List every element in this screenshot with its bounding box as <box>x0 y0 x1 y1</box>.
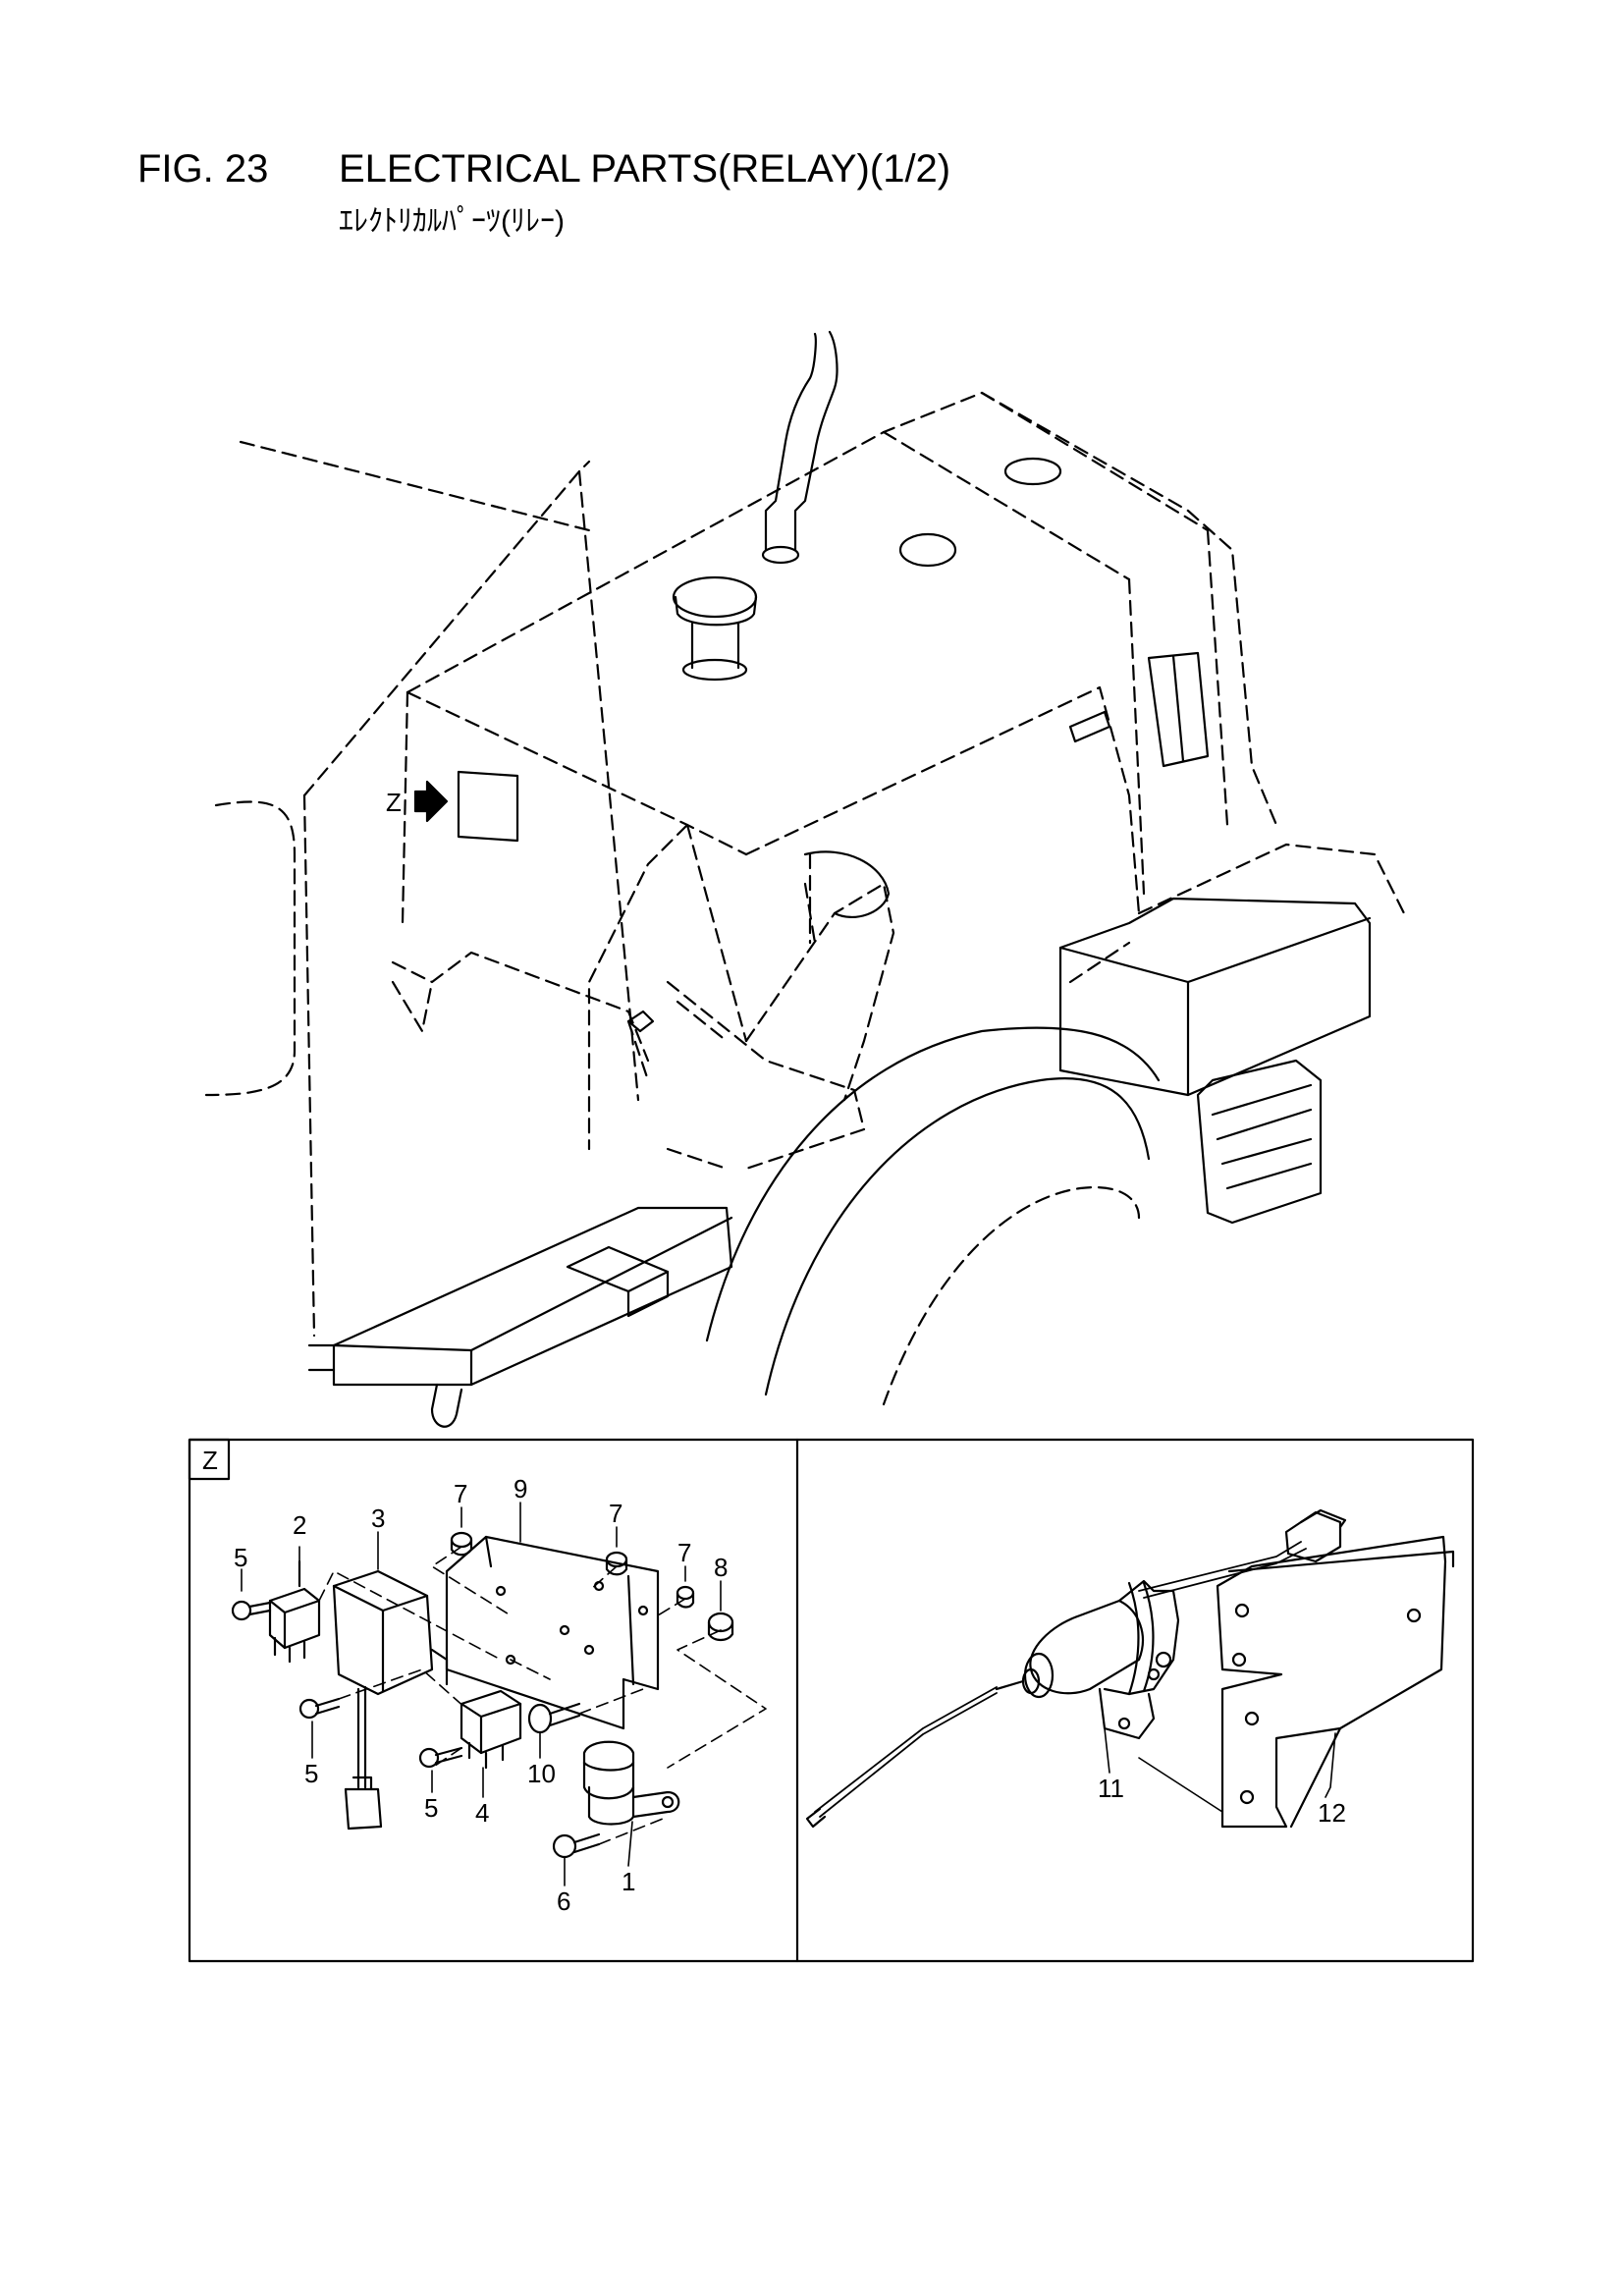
callout-12: 12 <box>1318 1798 1346 1828</box>
actuator-assembly-drawing <box>805 1508 1455 1829</box>
figure-number: FIG. 23 <box>137 147 269 191</box>
detail-view-tag-frame <box>188 1438 231 1481</box>
view-marker-label: Z <box>386 788 402 817</box>
callout-9: 9 <box>514 1474 527 1503</box>
machine-overview <box>204 391 1406 1338</box>
callout-2: 2 <box>293 1510 306 1540</box>
detail-frame <box>188 1438 1475 1963</box>
machine-solid-parts <box>307 330 1372 1428</box>
callout-10: 10 <box>527 1759 556 1788</box>
relay-assembly-phantom-lines <box>318 1546 767 1845</box>
callout-6: 6 <box>557 1886 570 1916</box>
figure-title: ELECTRICAL PARTS(RELAY)(1/2) <box>339 147 951 191</box>
view-z-arrow <box>413 770 519 843</box>
callout-8: 8 <box>714 1553 728 1582</box>
callout-5b: 5 <box>304 1759 318 1788</box>
figure-subtitle: ｴﾚｸﾄﾘｶﾙﾊﾟｰﾂ(ﾘﾚｰ) <box>339 205 565 238</box>
callout-7a: 7 <box>454 1479 467 1508</box>
actuator-leader-lines <box>1104 1727 1336 1813</box>
callout-5c: 5 <box>424 1793 438 1823</box>
callout-4: 4 <box>475 1798 489 1828</box>
relay-leader-lines <box>241 1502 722 1886</box>
callout-7b: 7 <box>609 1499 622 1528</box>
figure-title-block: FIG. 23 ELECTRICAL PARTS(RELAY)(1/2) ｴﾚｸ… <box>137 147 951 238</box>
callout-3: 3 <box>371 1503 385 1533</box>
callout-1: 1 <box>622 1867 635 1896</box>
callout-7c: 7 <box>677 1538 691 1567</box>
detail-view-label: Z <box>202 1446 218 1475</box>
callout-5a: 5 <box>234 1543 247 1572</box>
callout-11: 11 <box>1098 1774 1124 1803</box>
